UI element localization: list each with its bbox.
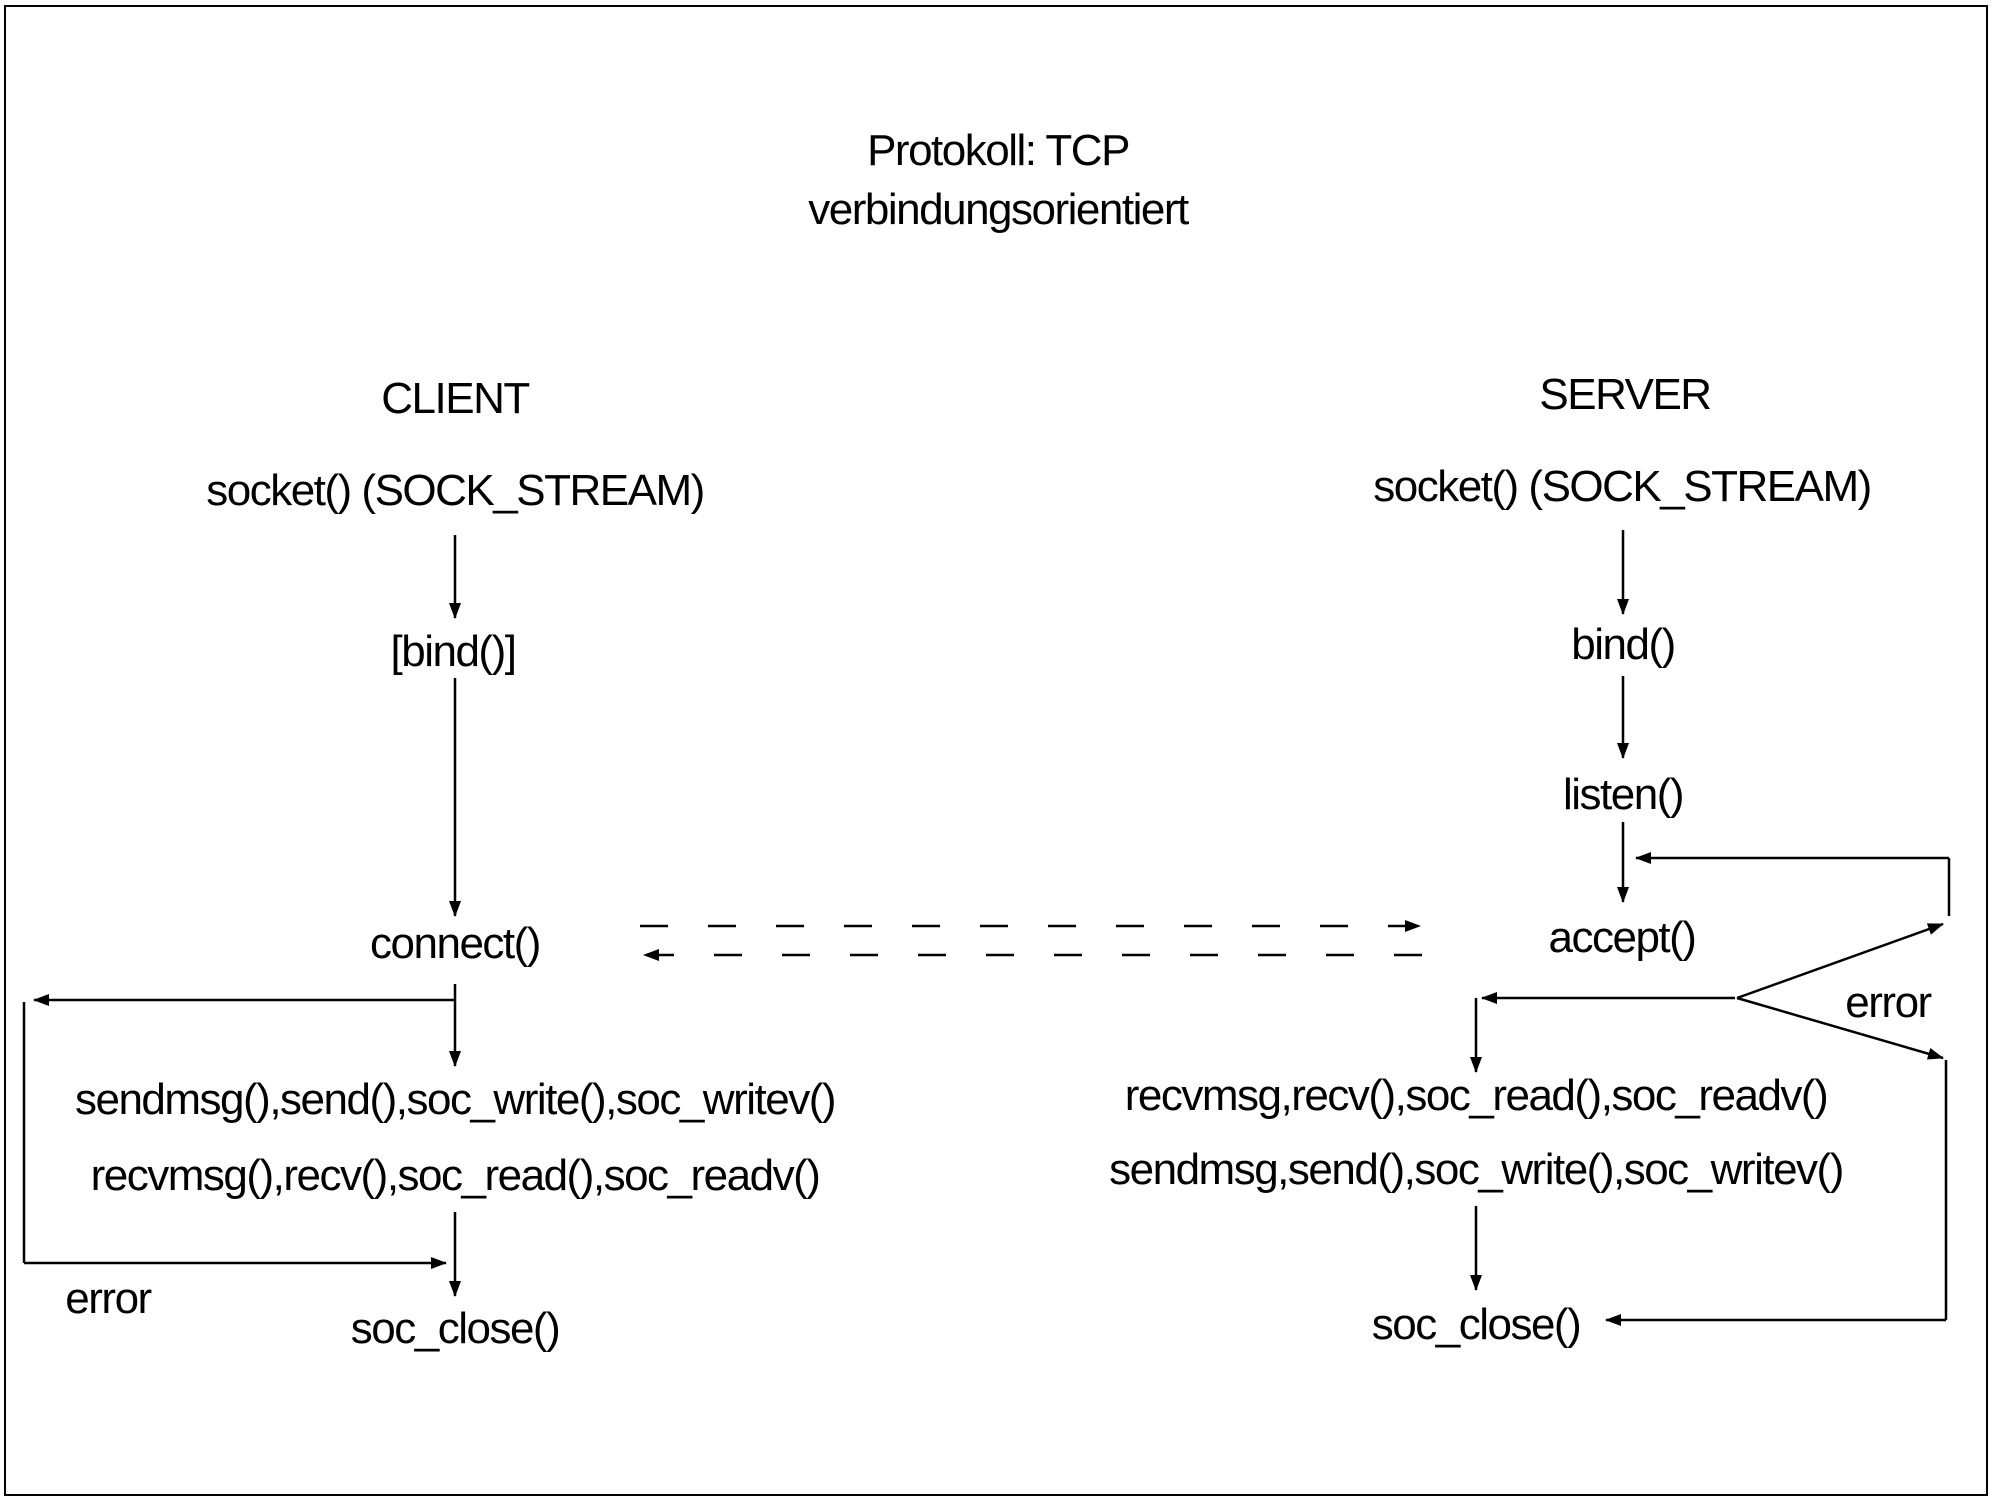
diagram-frame xyxy=(4,5,1988,1496)
client-socket-call: socket() (SOCK_STREAM) xyxy=(206,466,704,515)
client-send-calls: sendmsg(),send(),soc_write(),soc_writev(… xyxy=(75,1075,835,1124)
server-send-calls: sendmsg,send(),soc_write(),soc_writev() xyxy=(1109,1145,1843,1194)
server-error-diagonal-up xyxy=(1736,922,1944,1000)
client-connect-call: connect() xyxy=(370,919,540,968)
server-error-label: error xyxy=(1845,978,1931,1027)
server-listen-call: listen() xyxy=(1563,770,1683,819)
title-connection-type: verbindungsorientiert xyxy=(808,185,1189,234)
server-recv-calls: recvmsg,recv(),soc_read(),soc_readv() xyxy=(1125,1071,1827,1120)
server-socket-call: socket() (SOCK_STREAM) xyxy=(1373,462,1871,511)
client-error-label: error xyxy=(65,1274,151,1323)
server-bind-call: bind() xyxy=(1571,620,1675,669)
client-recv-calls: recvmsg(),recv(),soc_read(),soc_readv() xyxy=(91,1151,820,1200)
client-heading: CLIENT xyxy=(381,374,529,423)
client-close-call: soc_close() xyxy=(351,1304,559,1353)
server-close-call: soc_close() xyxy=(1372,1300,1580,1349)
server-error-diagonal-down xyxy=(1736,996,1944,1060)
server-heading: SERVER xyxy=(1539,370,1710,419)
server-accept-call: accept() xyxy=(1549,913,1696,962)
client-bind-call: [bind()] xyxy=(391,627,516,676)
title-protocol: Protokoll: TCP xyxy=(867,126,1129,175)
